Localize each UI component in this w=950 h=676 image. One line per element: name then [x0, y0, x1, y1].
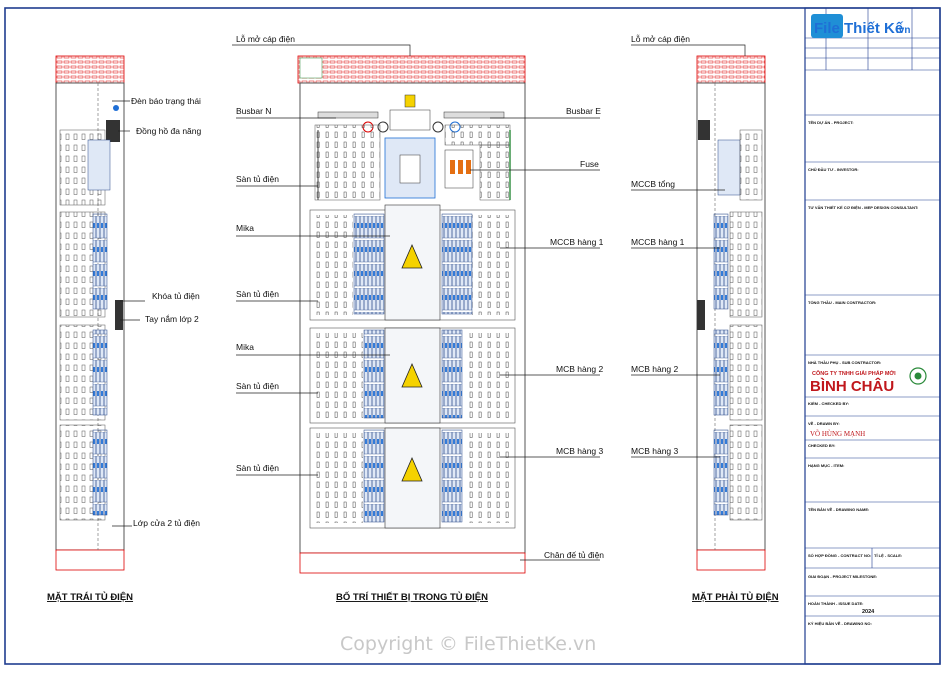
label-busbar-n: Busbar N	[236, 106, 271, 116]
label-cable-top-center: Lỗ mở cáp điện	[236, 34, 295, 44]
tb-main-contractor: TỔNG THẦU - MAIN CONTRACTOR:	[808, 300, 876, 305]
tb-checked-by-2: CHECKED BY:	[808, 443, 835, 448]
tb-company-name: BÌNH CHÂU	[810, 377, 894, 395]
company-logo-icon	[909, 367, 927, 385]
tb-investor: CHỦ ĐẦU TƯ - INVESTOR:	[808, 167, 859, 172]
title-left-view: MẶT TRÁI TỦ ĐIỆN	[47, 591, 133, 603]
label-mccb-row1: MCCB hàng 1	[550, 237, 604, 247]
label-right-mcb-row2: MCB hàng 2	[631, 364, 679, 374]
title-block-frame	[804, 7, 941, 665]
right-mccb-main	[717, 139, 741, 196]
left-lock	[115, 300, 123, 330]
label-cable-top-right: Lỗ mở cáp điện	[631, 34, 690, 44]
watermark: Copyright © FileThietKe.vn	[340, 633, 596, 655]
tb-project: TÊN DỰ ÁN - PROJECT:	[808, 120, 854, 125]
label-multimeter: Đồng hồ đa năng	[136, 126, 201, 136]
tb-drawn-by: VẼ - DRAWN BY:	[808, 421, 840, 426]
tb-item: HẠNG MỤC - ITEM:	[808, 463, 844, 468]
right-side-view: Lỗ mở cáp điện MCCB tổng MCCB hàng 1 MCB…	[631, 34, 779, 603]
logo-suffix: .vn	[896, 25, 910, 36]
tb-drawer-name: VÕ HÙNG MẠNH	[810, 430, 865, 438]
label-floor-4: Sàn tủ điện	[236, 463, 279, 473]
logo-text: File Thiết Kế	[814, 20, 904, 37]
right-top-vent	[696, 55, 766, 84]
mccb-row1-left	[353, 213, 385, 315]
label-right-mcb-row3: MCB hàng 3	[631, 446, 679, 456]
center-base	[299, 552, 526, 574]
label-mika-1: Mika	[236, 223, 254, 233]
title-right-view: MẶT PHẢI TỦ ĐIỆN	[692, 591, 779, 603]
tb-scale: TỈ LỆ - SCALE:	[874, 553, 902, 558]
label-mccb-main: MCCB tổng	[631, 179, 675, 189]
tb-drawing-no: KÝ HIỆU BẢN VẼ - DRAWING NO:	[808, 621, 872, 626]
tb-sub-contractor: NHÀ THẦU PHỤ - SUB CONTRACTOR:	[808, 360, 881, 365]
label-lock: Khóa tủ điện	[152, 291, 200, 301]
label-door-layer2: Lớp cửa 2 tủ điện	[133, 518, 200, 528]
tb-consultant: TƯ VẤN THIẾT KẾ CƠ ĐIỆN - MEP DESIGN CON…	[808, 205, 918, 210]
label-mika-2: Mika	[236, 342, 254, 352]
tb-milestone: GIAI ĐOẠN - PROJECT MILESTONE:	[808, 574, 877, 579]
title-block: File Thiết Kế .vn TÊN DỰ ÁN - PROJECT: C…	[805, 8, 940, 626]
label-floor-1: Sàn tủ điện	[236, 174, 279, 184]
label-base: Chân đế tủ điện	[544, 550, 604, 560]
label-handle: Tay nắm lớp 2	[145, 314, 199, 324]
tb-contract-no: SỐ HỢP ĐỒNG - CONTRACT NO:	[808, 553, 871, 558]
center-view: Lỗ mở cáp điện Busbar N Busbar E Fuse Sà…	[232, 34, 604, 603]
label-mcb-row3: MCB hàng 3	[556, 446, 604, 456]
title-center-view: BỐ TRÍ THIẾT BỊ TRONG TỦ ĐIỆN	[336, 591, 488, 603]
left-top-vent	[55, 55, 125, 84]
left-status-light	[113, 105, 119, 111]
right-base	[696, 549, 766, 571]
left-multimeter	[106, 120, 120, 142]
left-base	[55, 549, 125, 571]
tb-drawing-name: TÊN BẢN VẼ - DRAWING NAME:	[808, 507, 869, 512]
logo-badge	[811, 14, 843, 38]
tb-checked-by-1: KIỂM - CHECKED BY:	[808, 401, 849, 406]
label-fuse: Fuse	[580, 159, 599, 169]
tb-issue-date: HOÀN THÀNH - ISSUE DATE:	[808, 601, 863, 606]
label-floor-3: Sàn tủ điện	[236, 381, 279, 391]
center-top-vent	[297, 55, 526, 84]
mccb-row1-right	[441, 213, 473, 315]
label-status-light: Đèn báo trạng thái	[131, 96, 201, 106]
label-mcb-row2: MCB hàng 2	[556, 364, 604, 374]
label-floor-2: Sàn tủ điện	[236, 289, 279, 299]
label-busbar-e: Busbar E	[566, 106, 601, 116]
tb-year: 2024	[862, 609, 875, 615]
tb-company-line: CÔNG TY TNHH GIẢI PHÁP MỚI	[812, 369, 896, 377]
label-right-mccb-row1: MCCB hàng 1	[631, 237, 685, 247]
left-side-view: Đèn báo trạng thái Đồng hồ đa năng Khóa …	[47, 55, 201, 603]
